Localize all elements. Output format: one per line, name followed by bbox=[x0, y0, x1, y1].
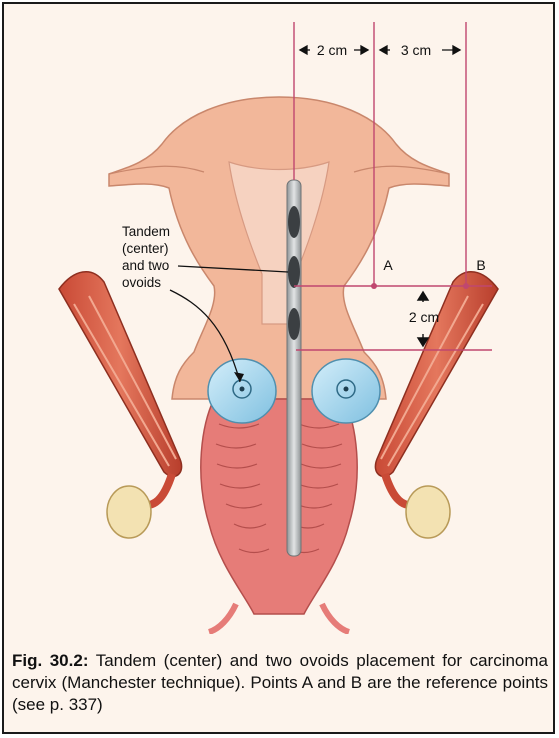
callout-line-4: ovoids bbox=[122, 275, 161, 290]
left-tube bbox=[59, 272, 182, 538]
right-ovary bbox=[406, 486, 450, 538]
point-b-label: B bbox=[476, 257, 485, 273]
caption-text: Tandem (center) and two ovoids placement… bbox=[12, 651, 548, 714]
right-ovoid bbox=[312, 359, 380, 423]
vagina bbox=[201, 399, 357, 614]
point-a-label: A bbox=[383, 257, 393, 273]
brachytherapy-diagram: 2 cm 3 cm 2 cm A B Tandem (center) and t… bbox=[4, 4, 553, 634]
caption-label: Fig. 30.2: bbox=[12, 651, 88, 670]
left-ovary bbox=[107, 486, 151, 538]
callout-line-2: (center) bbox=[122, 241, 169, 256]
dimension-2cm-vertical: 2 cm bbox=[409, 309, 439, 325]
callout-line-1: Tandem bbox=[122, 224, 170, 239]
tandem bbox=[287, 180, 301, 556]
dimension-3cm-top: 3 cm bbox=[401, 42, 431, 58]
callout-line-3: and two bbox=[122, 258, 169, 273]
left-ovoid bbox=[208, 359, 276, 423]
point-b-marker bbox=[463, 283, 469, 289]
point-a-marker bbox=[371, 283, 377, 289]
dimension-2cm-top: 2 cm bbox=[317, 42, 347, 58]
figure-caption: Fig. 30.2: Tandem (center) and two ovoid… bbox=[12, 650, 548, 716]
